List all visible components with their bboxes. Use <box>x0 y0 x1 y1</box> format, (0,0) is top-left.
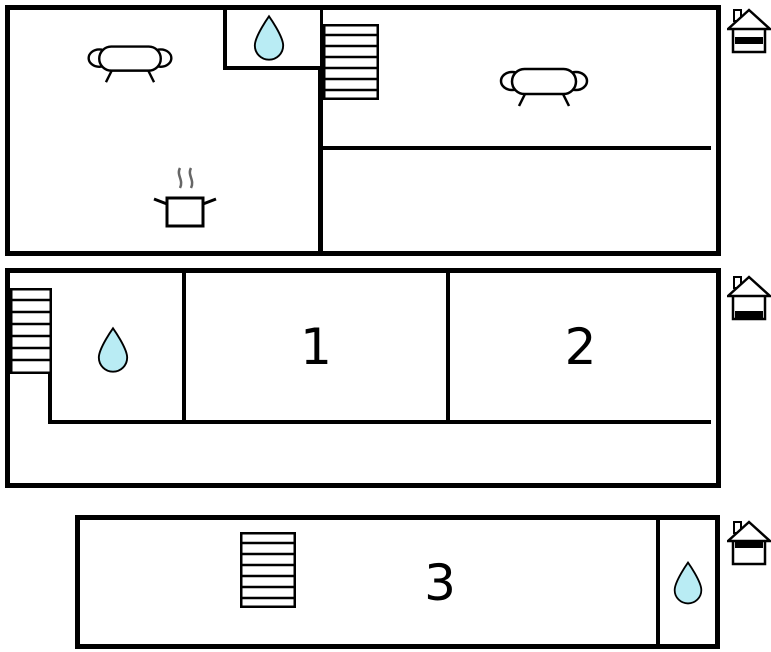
floor2-outer-wall <box>5 268 721 488</box>
floor2-wall-room1-room2 <box>446 273 450 424</box>
floor2-wall-bath-room1 <box>182 273 186 424</box>
sofa-icon <box>87 45 173 83</box>
floor2-corridor-wall <box>48 420 711 424</box>
floor3-outer-wall <box>75 515 720 649</box>
sofa-icon <box>499 67 589 107</box>
stairs-icon <box>10 288 52 374</box>
stove-pot-icon <box>153 167 217 228</box>
floor1-stairs-icon <box>323 24 379 100</box>
floor1-sofa-left-icon <box>86 36 174 86</box>
floor1-water-drop-icon <box>252 14 286 62</box>
floor2-bathroom-left-wall <box>48 372 52 424</box>
floor3-bathroom-wall <box>656 520 660 644</box>
house-icon <box>727 275 771 321</box>
room-2-label: 2 <box>564 318 597 376</box>
floor2-stairs-icon <box>10 288 52 374</box>
storey-band-bottom <box>735 311 763 318</box>
stairs-icon <box>323 24 379 100</box>
floor3-water-drop-icon <box>672 560 704 606</box>
floor3-stairs-icon <box>240 532 296 608</box>
storey-band-middle <box>735 37 763 44</box>
floor3-storey-indicator-icon <box>727 518 771 566</box>
storey-band-top <box>735 541 763 548</box>
house-icon <box>727 520 771 566</box>
floor1-storey-indicator-icon <box>727 6 771 54</box>
room-1-label: 1 <box>300 318 332 376</box>
water-drop-icon <box>253 14 285 61</box>
floor1-right-room-wall <box>323 146 711 150</box>
floor2-storey-indicator-icon <box>727 273 771 321</box>
water-drop-icon <box>97 326 129 373</box>
house-icon <box>727 8 771 54</box>
floor1-stove-pot-icon <box>150 164 220 238</box>
floor1-sofa-right-icon <box>498 58 590 110</box>
stairs-icon <box>240 532 296 608</box>
floor1-divider-wall <box>318 10 323 251</box>
floor2-water-drop-icon <box>96 326 130 374</box>
room-3-label: 3 <box>424 554 456 612</box>
water-drop-icon <box>673 561 703 605</box>
